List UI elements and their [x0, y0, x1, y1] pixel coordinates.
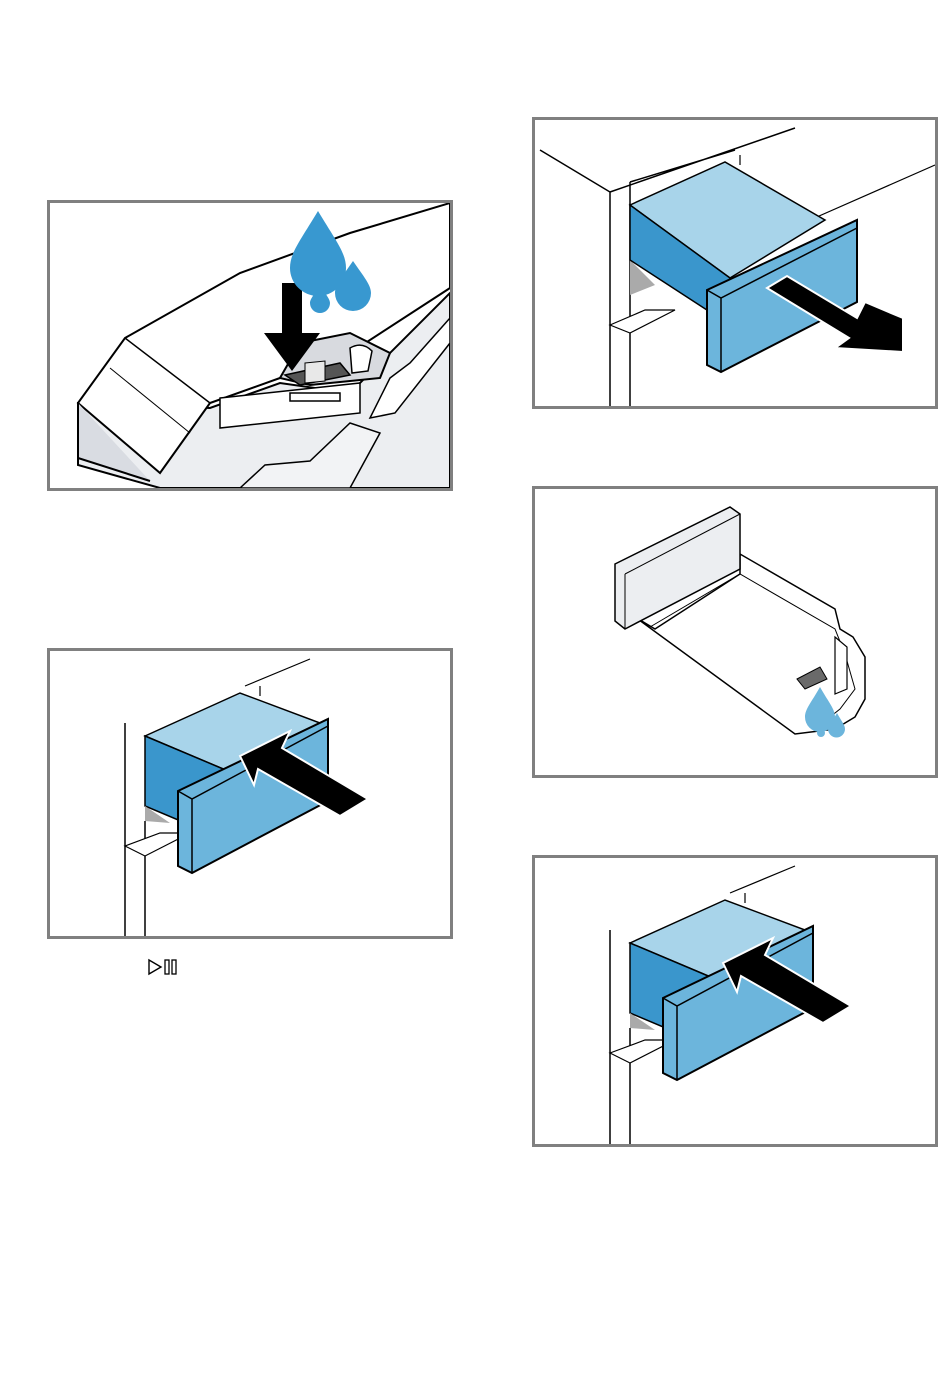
fill-dispenser-illustration	[50, 203, 450, 488]
figure-fill-dispenser	[47, 200, 453, 491]
push-in-drawer-illustration	[535, 858, 935, 1144]
drain-insert-illustration	[535, 489, 935, 775]
water-drop-icon	[290, 211, 346, 296]
start-pause-icon	[147, 957, 181, 977]
figure-insert-drawer	[47, 648, 453, 939]
start-pause-instruction	[147, 957, 181, 977]
figure-push-in-drawer	[532, 855, 938, 1147]
figure-pull-out-drawer	[532, 117, 938, 409]
insert-drawer-illustration	[50, 651, 450, 936]
pull-out-drawer-illustration	[535, 120, 935, 406]
figure-drain-insert	[532, 486, 938, 778]
